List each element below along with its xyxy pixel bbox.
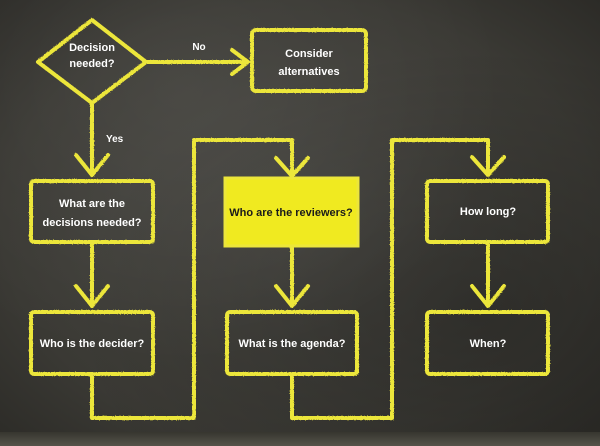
how-long-label: How long?	[460, 206, 516, 218]
alternatives-label-line1: Consider	[285, 48, 333, 60]
no-arrow-head	[230, 48, 250, 76]
yes-edge-label: Yes	[106, 134, 124, 145]
alternatives-box	[250, 28, 368, 93]
decision-label-line1: Decision	[69, 42, 115, 54]
when-box	[425, 310, 550, 376]
connector-agenda-to-how-long	[290, 138, 490, 420]
arrow-into-reviewers-head	[274, 156, 310, 178]
bottom-strip	[0, 432, 600, 446]
connector-decider-to-reviewers	[90, 138, 294, 420]
decisions-needed-label-line2: decisions needed?	[42, 217, 141, 229]
reviewers-box	[223, 176, 360, 248]
when-label: When?	[470, 338, 507, 350]
arrow-how-long-to-when-head	[470, 284, 506, 308]
agenda-label: What is the agenda?	[239, 338, 346, 350]
arrow-into-how-long-head	[470, 155, 506, 177]
yes-arrow-head	[74, 153, 110, 177]
arrow-reviewers-to-agenda-head	[274, 284, 310, 308]
decisions-needed-label-line1: What are the	[59, 198, 125, 210]
decisions-needed-box	[29, 179, 155, 244]
decision-label-line2: needed?	[69, 58, 115, 70]
reviewers-label: Who are the reviewers?	[229, 207, 353, 219]
decider-label: Who is the decider?	[40, 338, 145, 350]
arrow-decisions-to-decider-head	[74, 284, 110, 308]
no-edge-label: No	[192, 42, 205, 53]
alternatives-label-line2: alternatives	[278, 66, 339, 78]
